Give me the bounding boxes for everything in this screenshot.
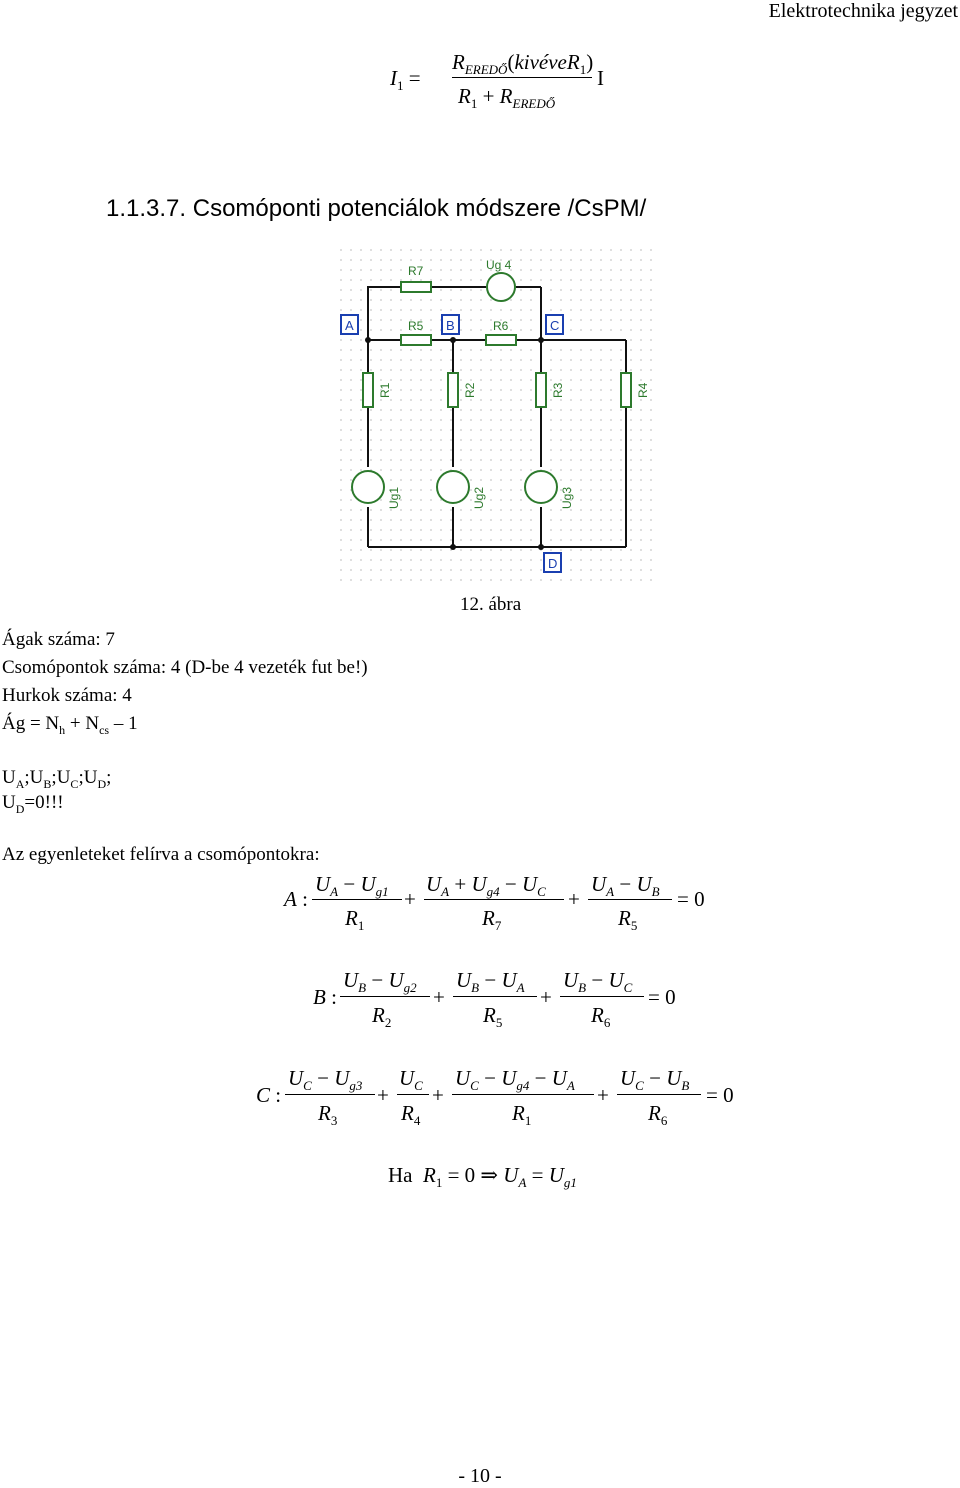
wires [367,286,627,548]
document-header: Elektrotechnika jegyzet [768,0,958,22]
special-case: Ha R1 = 0 ⇒ UA = Ug1 [388,1163,577,1190]
svg-text:Ug1: Ug1 [387,487,401,509]
svg-text:Ug 4: Ug 4 [486,258,512,272]
node-count: Csomópontok száma: 4 (D-be 4 vezeték fut… [2,657,368,678]
svg-text:R5: R5 [408,319,424,333]
circuit-diagram: R7 R5 R6 Ug 4 R1 R2 R3 R4 Ug1 Ug2 Ug3 A … [336,245,658,583]
svg-text:Ug2: Ug2 [472,487,486,509]
node-label-boxes [340,314,564,573]
svg-text:R3: R3 [551,382,565,398]
svg-text:C: C [550,318,559,333]
svg-text:R4: R4 [636,382,650,398]
resistors [362,281,632,408]
svg-text:A: A [345,318,354,333]
component-labels: R7 R5 R6 Ug 4 R1 R2 R3 R4 Ug1 Ug2 Ug3 [378,258,650,509]
figure-caption: 12. ábra [460,594,522,615]
branch-formula: Ág = Nh + Ncs – 1 [2,713,138,737]
junction-dots [365,337,544,550]
svg-text:R7: R7 [408,264,424,278]
svg-text:R1: R1 [378,382,392,398]
section-title: 1.1.3.7. Csomóponti potenciálok módszere… [106,195,647,222]
equations-intro: Az egyenleteket felírva a csomópontokra: [2,844,320,865]
svg-text:R2: R2 [463,382,477,398]
node-potentials: UA;UB;UC;UD; [2,767,112,791]
svg-text:B: B [446,318,455,333]
node-labels: A B C D [345,318,559,571]
svg-text:D: D [548,556,557,571]
sources [351,272,558,504]
branch-count: Ágak száma: 7 [2,629,115,650]
reference-potential: UD=0!!! [2,792,64,816]
loop-count: Hurkok száma: 4 [2,685,132,706]
svg-text:Ug3: Ug3 [560,487,574,509]
page-number: - 10 - [458,1465,502,1487]
svg-text:R6: R6 [493,319,509,333]
